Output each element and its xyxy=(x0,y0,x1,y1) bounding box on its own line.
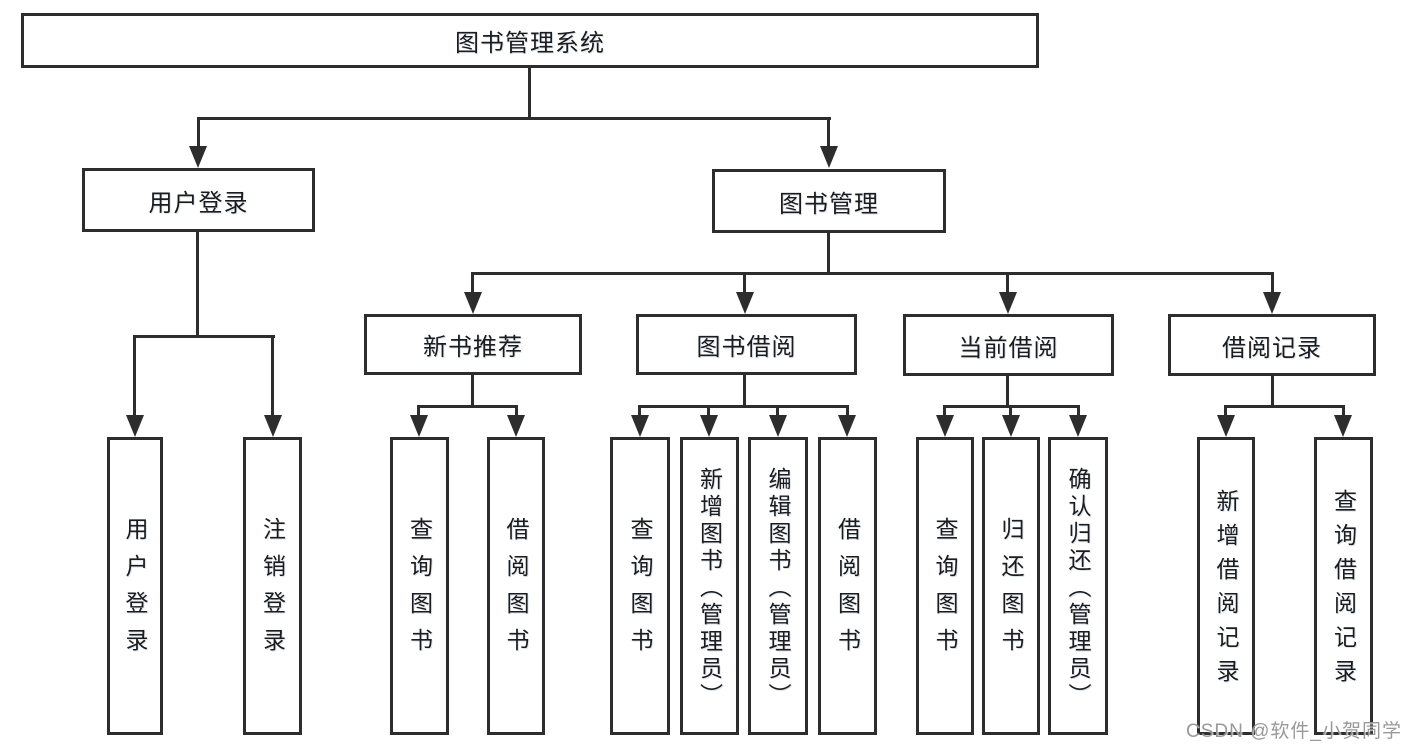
arrow-down-icon xyxy=(936,415,954,437)
connector-root-rail xyxy=(197,117,831,120)
connector-bookmgmt-rail xyxy=(471,272,1274,275)
connector-userlogin-rail xyxy=(133,335,275,338)
arrow-down-icon xyxy=(700,415,718,437)
connector-drop-login-leaf xyxy=(133,335,136,417)
arrow-down-icon xyxy=(999,292,1017,314)
arrow-down-icon xyxy=(507,415,525,437)
node-new-book-recommend: 新书推荐 xyxy=(364,314,582,375)
leaf-bb-edit-books-admin: 编辑图书（管理员） xyxy=(748,437,808,735)
arrow-down-icon xyxy=(1002,415,1020,437)
node-current-borrowing: 当前借阅 xyxy=(903,314,1114,376)
connector-drop-book-borrow xyxy=(743,272,746,294)
leaf-nbr-query-books: 查询图书 xyxy=(390,437,449,735)
connector-nbr-rail xyxy=(417,405,518,408)
connector-drop xyxy=(707,405,710,417)
connector-drop xyxy=(776,405,779,417)
connector-drop xyxy=(846,405,849,417)
connector-userlogin-stem xyxy=(196,232,199,335)
connector-bb-rail xyxy=(638,405,849,408)
arrow-down-icon xyxy=(264,415,282,437)
connector-drop-borrow-record xyxy=(1271,272,1274,294)
connector-nbr-stem xyxy=(471,375,474,405)
connector-drop xyxy=(1224,405,1227,417)
arrow-down-icon xyxy=(1263,292,1281,314)
arrow-down-icon xyxy=(1069,415,1087,437)
node-borrowing-records: 借阅记录 xyxy=(1168,314,1376,376)
connector-drop-current-borrow xyxy=(1006,272,1009,294)
leaf-bb-borrow-books: 借阅图书 xyxy=(818,437,877,735)
connector-bb-stem xyxy=(743,375,746,405)
connector-drop xyxy=(515,405,518,417)
connector-root-stem xyxy=(528,68,531,117)
connector-drop-book-mgmt xyxy=(827,117,830,149)
node-book-management: 图书管理 xyxy=(712,169,946,233)
leaf-bb-add-books-admin: 新增图书（管理员） xyxy=(680,437,739,735)
connector-drop xyxy=(1009,405,1012,417)
leaf-br-add-borrow-record: 新增借阅记录 xyxy=(1197,437,1255,735)
connector-drop xyxy=(638,405,641,417)
arrow-down-icon xyxy=(820,146,838,168)
leaf-nbr-borrow-books: 借阅图书 xyxy=(487,437,545,735)
leaf-bb-query-books: 查询图书 xyxy=(610,437,670,735)
node-library-system: 图书管理系统 xyxy=(21,13,1039,68)
leaf-cb-confirm-return-admin: 确认归还（管理员） xyxy=(1048,437,1108,735)
leaf-user-login: 用户登录 xyxy=(107,437,163,735)
connector-drop xyxy=(1342,405,1345,417)
connector-drop xyxy=(1077,405,1080,417)
arrow-down-icon xyxy=(769,415,787,437)
arrow-down-icon xyxy=(1334,415,1352,437)
connector-br-rail xyxy=(1224,405,1345,408)
arrow-down-icon xyxy=(189,146,207,168)
connector-br-stem xyxy=(1271,375,1274,405)
node-user-login-group: 用户登录 xyxy=(82,168,315,232)
arrow-down-icon xyxy=(631,415,649,437)
connector-drop xyxy=(417,405,420,417)
connector-drop xyxy=(943,405,946,417)
leaf-cb-query-books: 查询图书 xyxy=(916,437,974,735)
leaf-logout: 注销登录 xyxy=(243,437,302,735)
arrow-down-icon xyxy=(1217,415,1235,437)
connector-drop-logout-leaf xyxy=(271,335,274,417)
connector-drop-new-book xyxy=(471,272,474,294)
csdn-watermark: CSDN @软件_小贺同学 xyxy=(1186,721,1402,742)
connector-drop-user-login xyxy=(197,117,200,149)
arrow-down-icon xyxy=(736,292,754,314)
connector-bookmgmt-stem xyxy=(827,233,830,272)
node-book-borrowing: 图书借阅 xyxy=(636,314,857,375)
leaf-cb-return-books: 归还图书 xyxy=(982,437,1040,735)
arrow-down-icon xyxy=(126,415,144,437)
leaf-br-query-borrow-record: 查询借阅记录 xyxy=(1314,437,1373,735)
arrow-down-icon xyxy=(464,292,482,314)
connector-cb-stem xyxy=(1006,375,1009,405)
arrow-down-icon xyxy=(838,415,856,437)
arrow-down-icon xyxy=(410,415,428,437)
